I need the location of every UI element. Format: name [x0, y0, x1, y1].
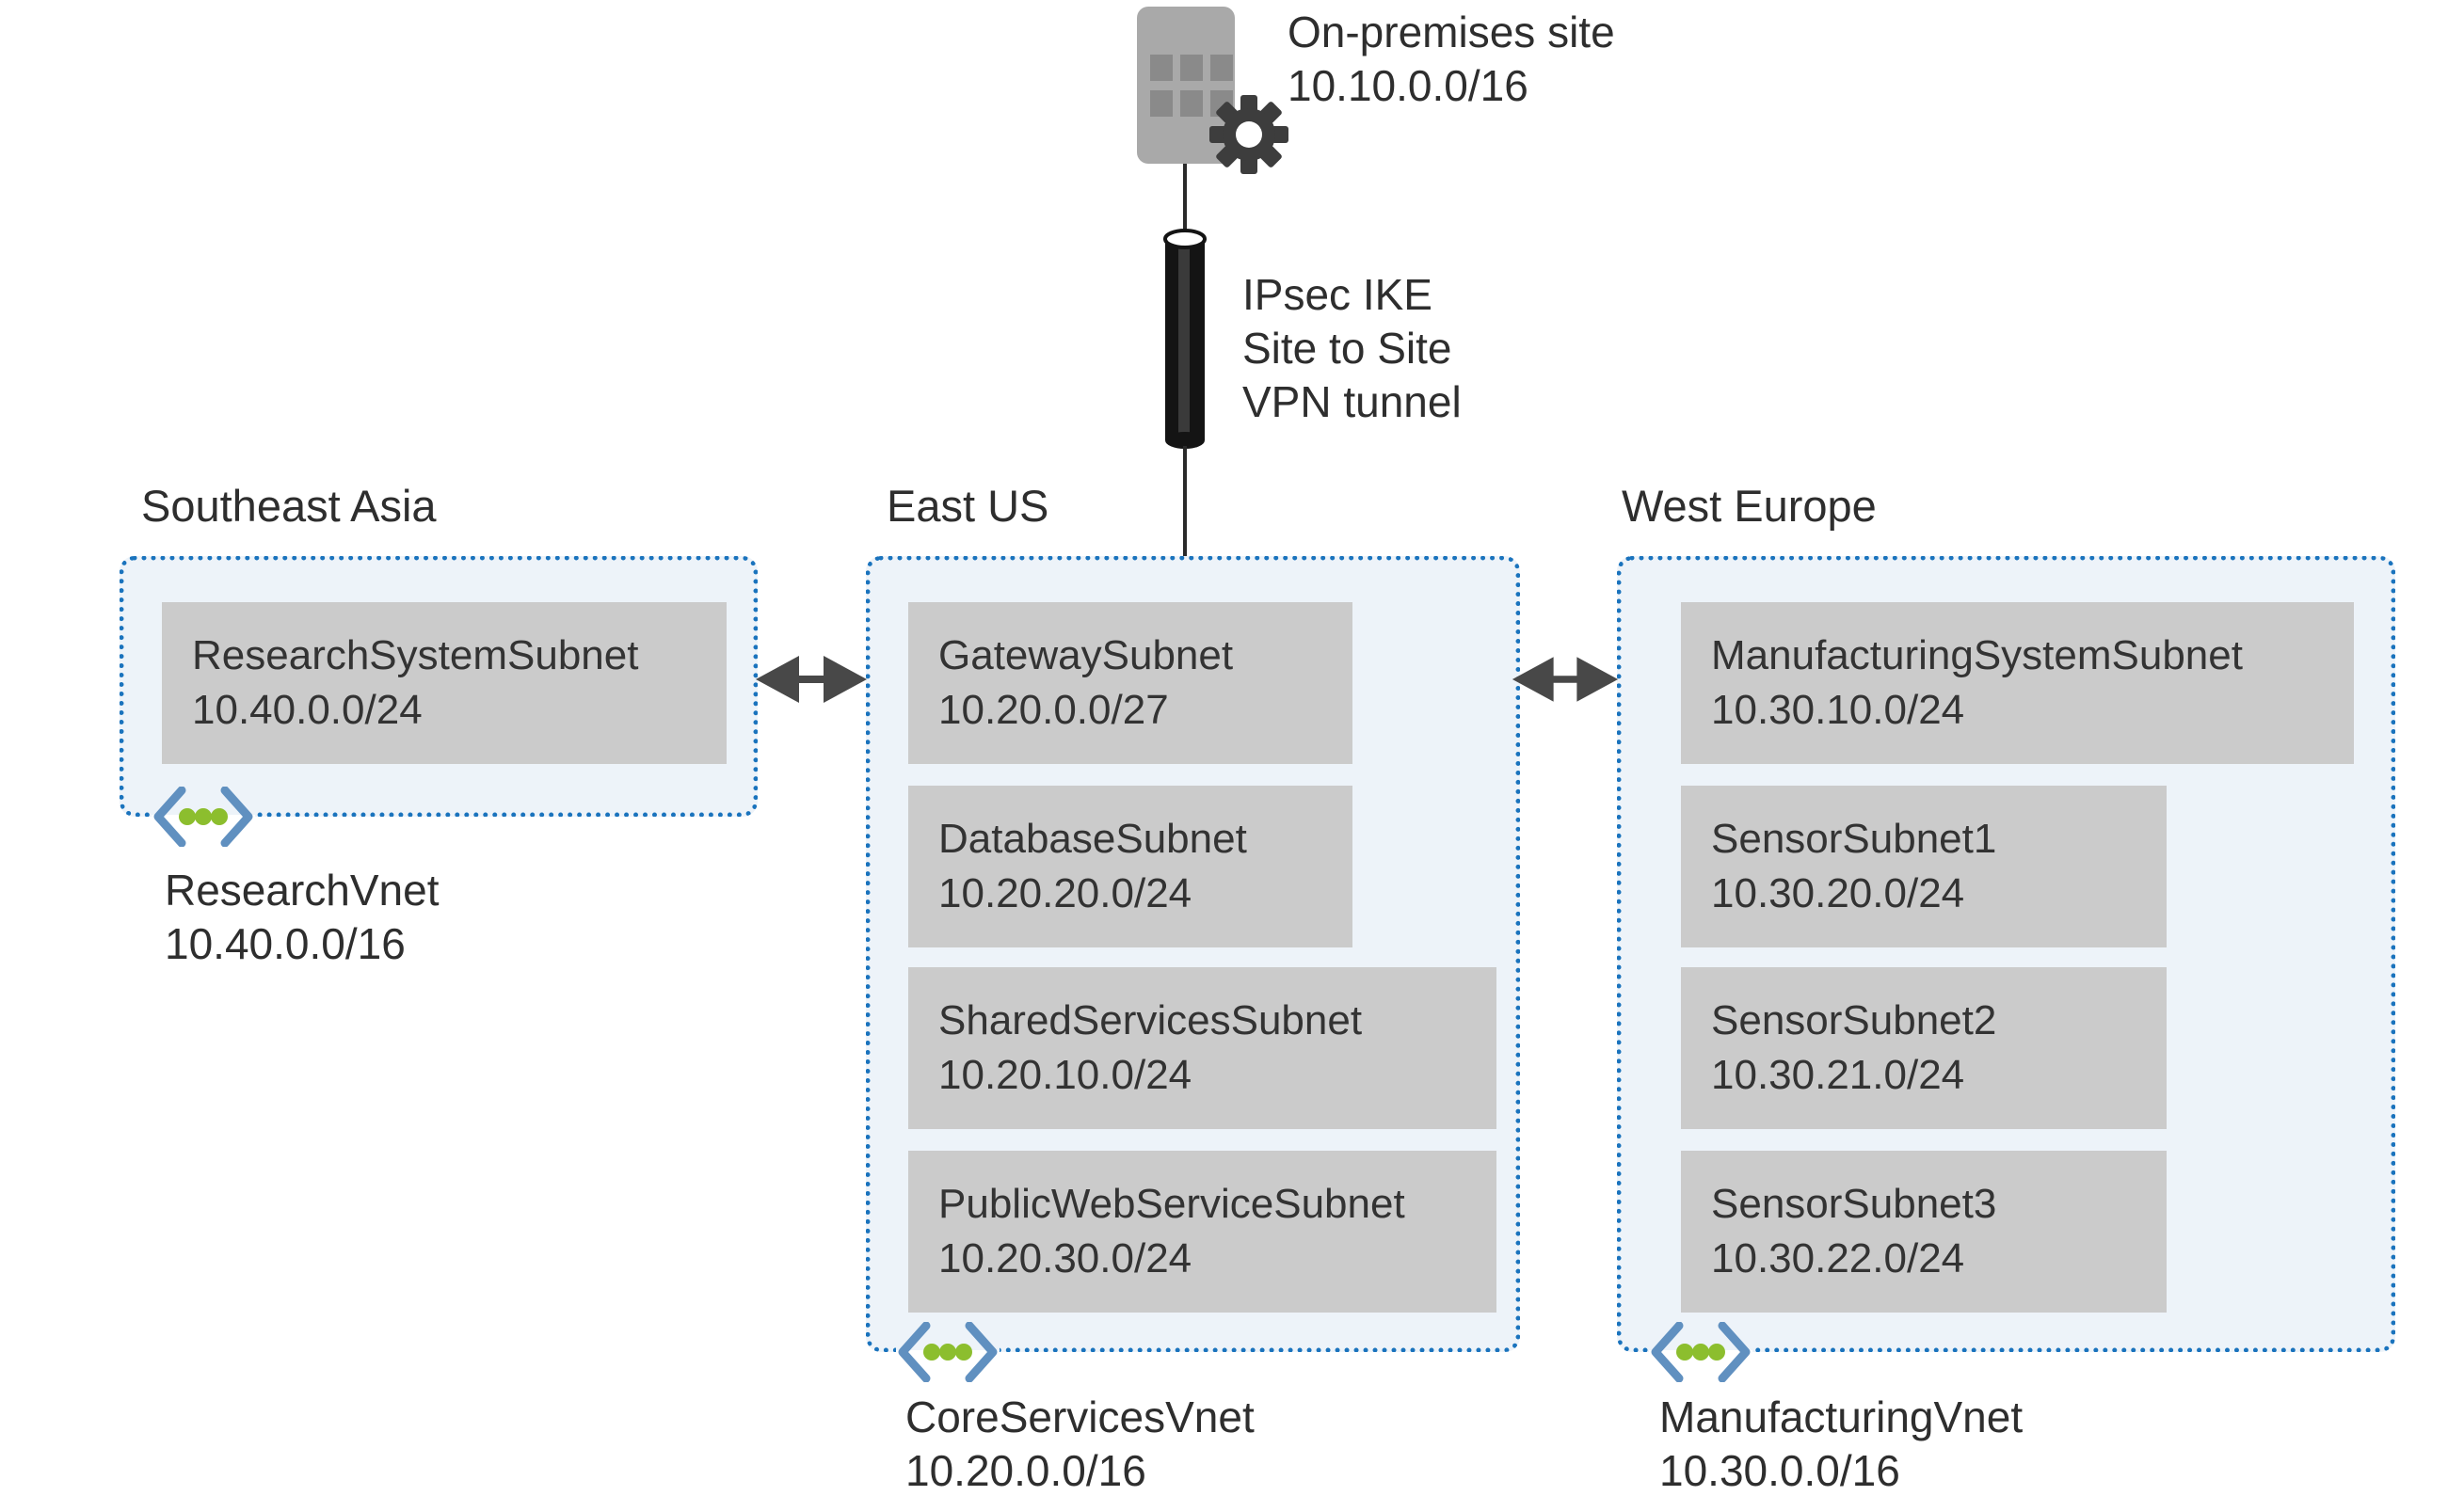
vnet-name: CoreServicesVnet: [905, 1393, 1255, 1441]
connector-line: [1183, 164, 1187, 239]
subnet-name: DatabaseSubnet: [938, 816, 1247, 862]
building-window-icon: [1210, 55, 1233, 81]
subnet-name: PublicWebServiceSubnet: [938, 1181, 1405, 1227]
subnet-box-gatewaysubnet: GatewaySubnet 10.20.0.0/27: [908, 602, 1352, 764]
subnet-name: ManufacturingSystemSubnet: [1711, 632, 2243, 678]
vnet-icon: [896, 1322, 1000, 1382]
connector-line: [1183, 446, 1187, 556]
subnet-box-manufacturingsystemsubnet: ManufacturingSystemSubnet 10.30.10.0/24: [1681, 602, 2354, 764]
building-window-icon: [1150, 55, 1173, 81]
vnet-name: ResearchVnet: [165, 866, 440, 915]
subnet-box-sensorsubnet3: SensorSubnet3 10.30.22.0/24: [1681, 1151, 2167, 1313]
region-title-west-europe: West Europe: [1622, 481, 1877, 531]
vpn-tunnel-label-line1: IPsec IKE: [1242, 270, 1432, 319]
subnet-box-researchsystemsubnet: ResearchSystemSubnet 10.40.0.0/24: [162, 602, 727, 764]
vnet-cidr: 10.30.0.0/16: [1659, 1446, 1900, 1495]
subnet-name: SensorSubnet2: [1711, 997, 1997, 1043]
vnet-label-researchvnet: ResearchVnet 10.40.0.0/16: [165, 864, 440, 971]
subnet-name: ResearchSystemSubnet: [192, 632, 639, 678]
subnet-cidr: 10.40.0.0/24: [192, 687, 423, 733]
vnet-cidr: 10.20.0.0/16: [905, 1446, 1146, 1495]
building-window-icon: [1180, 55, 1203, 81]
subnet-cidr: 10.30.22.0/24: [1711, 1235, 1965, 1281]
subnet-cidr: 10.20.10.0/24: [938, 1052, 1192, 1098]
subnet-cidr: 10.20.0.0/27: [938, 687, 1169, 733]
building-window-icon: [1150, 90, 1173, 117]
subnet-box-sensorsubnet2: SensorSubnet2 10.30.21.0/24: [1681, 967, 2167, 1129]
region-title-east-us: East US: [887, 481, 1049, 531]
vpn-tunnel-cylinder-icon: [1163, 229, 1207, 449]
subnet-name: SharedServicesSubnet: [938, 997, 1363, 1043]
on-premises-name: On-premises site: [1288, 8, 1615, 56]
vnet-label-manufacturingvnet: ManufacturingVnet 10.30.0.0/16: [1659, 1391, 2023, 1496]
subnet-name: SensorSubnet3: [1711, 1181, 1997, 1227]
subnet-box-publicwebservicesubnet: PublicWebServiceSubnet 10.20.30.0/24: [908, 1151, 1496, 1313]
subnet-box-sharedservicessubnet: SharedServicesSubnet 10.20.10.0/24: [908, 967, 1496, 1129]
vnet-label-coreservicesvnet: CoreServicesVnet 10.20.0.0/16: [905, 1391, 1255, 1496]
peering-double-arrow-icon: [756, 656, 867, 703]
subnet-name: GatewaySubnet: [938, 632, 1234, 678]
on-premises-cidr: 10.10.0.0/16: [1288, 61, 1528, 110]
vpn-tunnel-label-line2: Site to Site: [1242, 324, 1452, 373]
subnet-box-databasesubnet: DatabaseSubnet 10.20.20.0/24: [908, 786, 1352, 947]
region-title-southeast-asia: Southeast Asia: [141, 481, 437, 531]
subnet-cidr: 10.20.30.0/24: [938, 1235, 1192, 1281]
subnet-cidr: 10.30.10.0/24: [1711, 687, 1965, 733]
subnet-box-sensorsubnet1: SensorSubnet1 10.30.20.0/24: [1681, 786, 2167, 947]
vpn-tunnel-label: IPsec IKE Site to Site VPN tunnel: [1242, 268, 1462, 429]
on-premises-building-icon: [1137, 7, 1235, 164]
vnet-icon: [152, 787, 255, 847]
subnet-name: SensorSubnet1: [1711, 816, 1997, 862]
gear-icon: [1209, 95, 1288, 174]
subnet-cidr: 10.30.20.0/24: [1711, 870, 1965, 916]
subnet-cidr: 10.30.21.0/24: [1711, 1052, 1965, 1098]
peering-double-arrow-icon: [1512, 657, 1619, 702]
vnet-icon: [1649, 1322, 1752, 1382]
subnet-cidr: 10.20.20.0/24: [938, 870, 1192, 916]
vpn-tunnel-label-line3: VPN tunnel: [1242, 377, 1462, 426]
building-window-icon: [1180, 90, 1203, 117]
vnet-name: ManufacturingVnet: [1659, 1393, 2024, 1441]
on-premises-label: On-premises site 10.10.0.0/16: [1288, 6, 1615, 113]
vnet-cidr: 10.40.0.0/16: [165, 919, 406, 968]
